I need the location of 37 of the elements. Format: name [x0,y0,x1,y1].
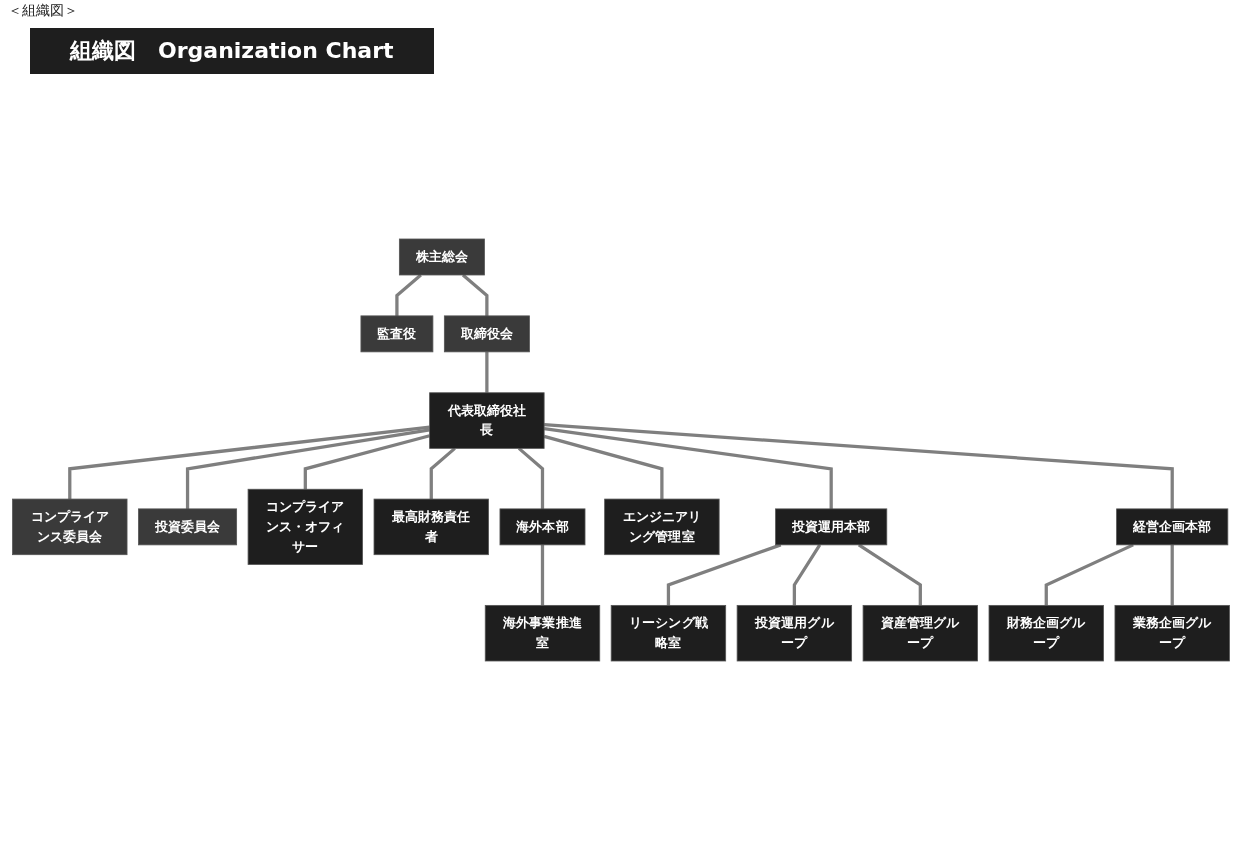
node-box: 取締役会 [443,315,530,353]
connector [1044,543,1134,606]
connector [792,544,822,606]
node-box: 海外本部 [499,508,586,546]
node-box: 経営企画本部 [1116,508,1229,546]
node-box: 業務企画グループ [1114,605,1230,662]
connector [68,425,430,500]
connector [185,428,430,509]
connector [543,426,833,509]
node-box: 資産管理グループ [862,605,978,662]
node-box: 株主総会 [398,238,485,276]
connector [395,273,422,316]
connector [540,544,545,606]
node-box: 投資委員会 [138,508,238,546]
node-box: 代表取締役社長 [429,392,545,449]
node-box: コンプライアンス・オフィサー [247,488,363,565]
connector [517,447,545,509]
node-box: 監査役 [360,315,434,353]
connector [461,273,489,316]
node-box: 投資運用グループ [736,605,853,662]
connector [1170,544,1174,606]
heading-note: ＜組織図＞ [8,2,78,18]
connector [429,447,456,500]
connector [485,351,489,393]
connector [543,434,664,500]
connector [857,543,922,606]
node-box: エンジニアリング管理室 [604,498,720,556]
node-box: 投資運用本部 [775,508,888,546]
node-box: 財務企画グループ [988,605,1104,662]
node-box: コンプライアンス委員会 [12,498,128,556]
title-banner: 組織図 Organization Chart [30,28,434,74]
node-box: 最高財務責任者 [373,498,489,556]
connector [544,422,1174,509]
connector [666,543,782,606]
connector [303,434,431,490]
node-box: リーシング戦略室 [610,605,727,662]
node-box: 海外事業推進室 [484,605,601,662]
